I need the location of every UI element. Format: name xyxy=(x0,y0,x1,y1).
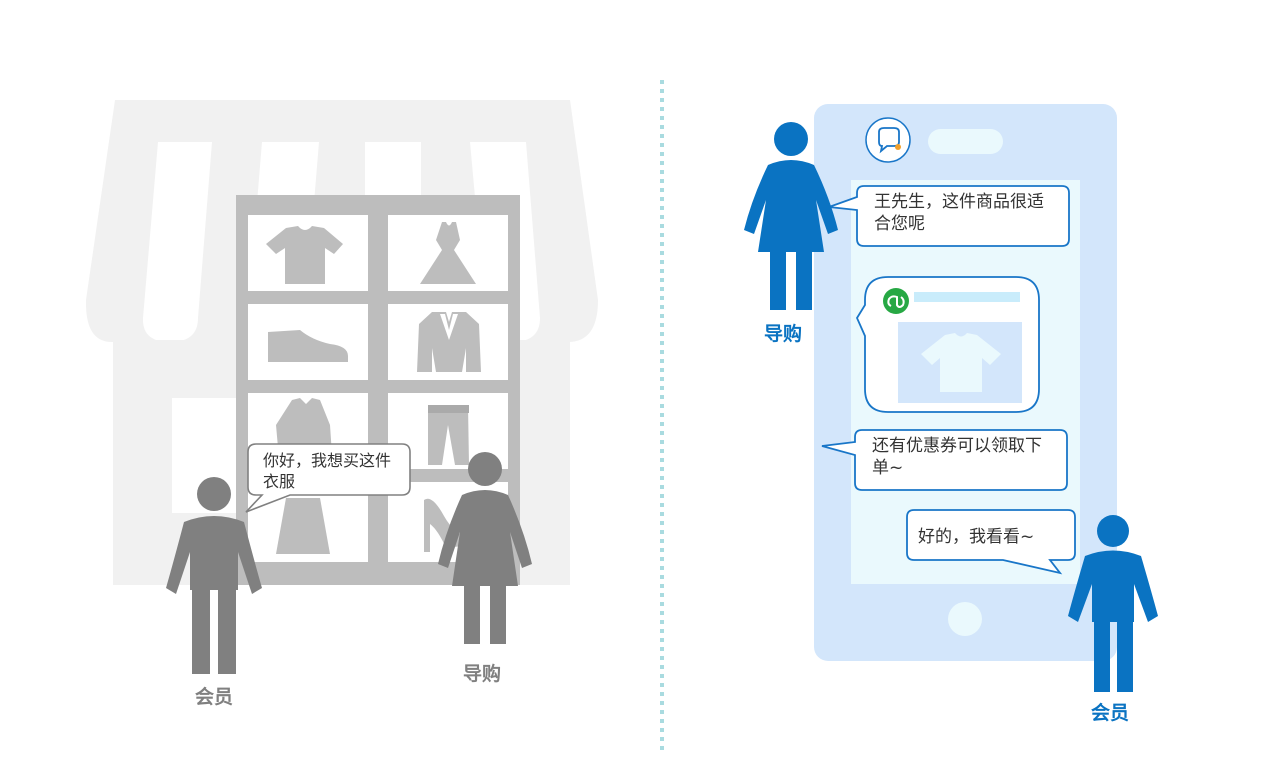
guide-coupon-text: 还有优惠券可以领取下单~ xyxy=(872,436,1042,478)
guide-label-gray: 导购 xyxy=(463,663,502,685)
member-label-gray: 会员 xyxy=(195,686,234,708)
member-reply-text: 好的，我看看~ xyxy=(918,527,1035,547)
phone-speaker xyxy=(928,129,1003,154)
chat-bubble-icon xyxy=(865,117,911,163)
mini-program-card xyxy=(855,276,1040,413)
guide-coupon-bubble xyxy=(821,429,1068,491)
guide-label-blue: 导购 xyxy=(764,323,803,345)
clothing-shelf xyxy=(236,195,520,585)
product-t-shirt-icon xyxy=(921,333,1001,392)
guide-figure-blue xyxy=(744,122,838,310)
member-reply-bubble xyxy=(906,509,1076,575)
suit-jacket-icon xyxy=(417,312,481,372)
long-skirt-icon xyxy=(276,498,330,554)
card-title-placeholder xyxy=(914,292,1020,302)
guide-greeting-bubble xyxy=(828,185,1070,247)
guide-figure-gray xyxy=(438,452,532,644)
shoe-icon xyxy=(268,330,348,362)
trousers-icon xyxy=(428,405,469,465)
mini-program-icon xyxy=(883,288,909,314)
member-speech-text: 你好，我想买这件衣服 xyxy=(263,451,392,491)
t-shirt-icon xyxy=(266,226,343,284)
member-label-blue: 会员 xyxy=(1091,702,1130,724)
phone-home-button xyxy=(948,602,982,636)
member-figure-blue xyxy=(1068,515,1158,692)
guide-greeting-text: 王先生，这件商品很适合您呢 xyxy=(874,192,1044,234)
dress-icon xyxy=(420,222,476,284)
member-speech-bubble xyxy=(245,443,411,513)
member-figure-gray xyxy=(166,477,262,674)
